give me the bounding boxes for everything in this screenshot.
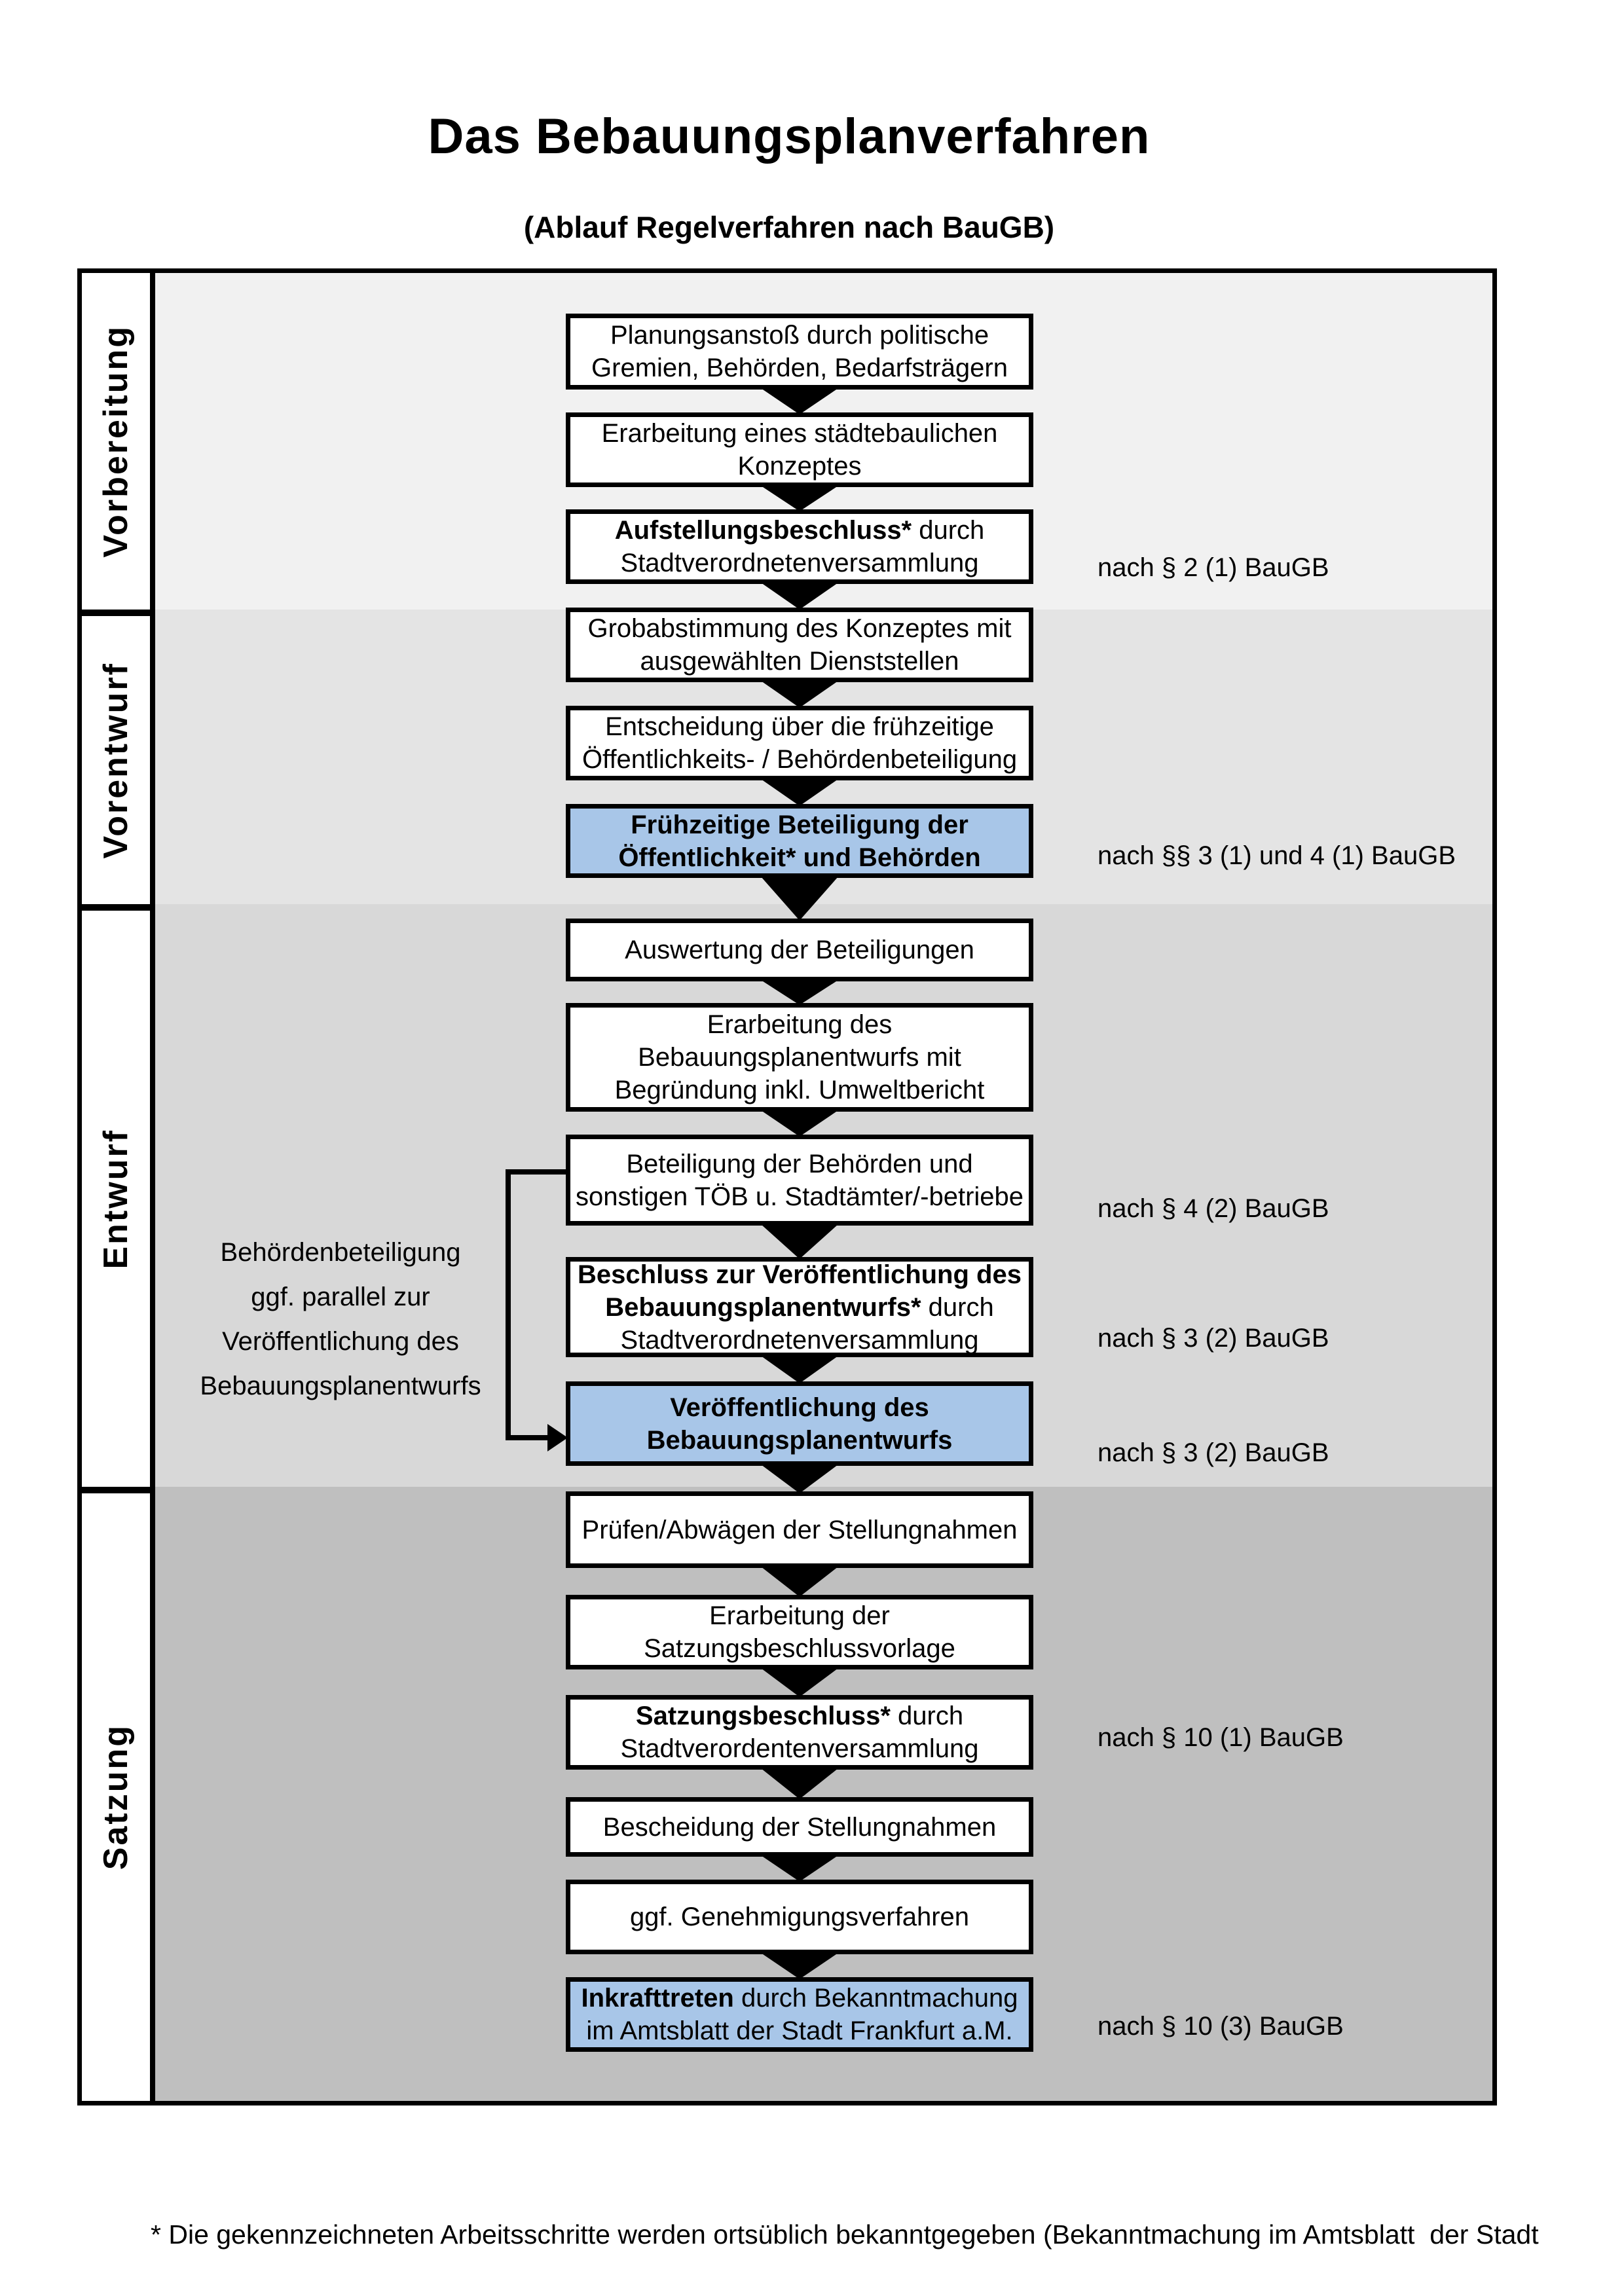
flow-arrow-down: [761, 1855, 838, 1882]
diagram-frame: Vorbereitung Vorentwurf Entwurf Satzung …: [77, 268, 1497, 2105]
flow-box-line: Gremien, Behörden, Bedarfsträgern: [591, 354, 1008, 382]
flow-box-pruefen-abwaegen: Prüfen/Abwägen der Stellungnahmen: [566, 1491, 1033, 1568]
flow-box-line: Stadtverordnetenversammlung: [620, 549, 979, 577]
flow-box-line: Beteiligung der Behörden und: [626, 1149, 973, 1178]
flow-arrow-down: [761, 980, 838, 1005]
flow-arrow-down: [761, 1953, 838, 1979]
side-note-line: Veröffentlichung des: [222, 1327, 459, 1356]
page-title: Das Bebauungsplanverfahren: [428, 109, 1151, 164]
phase-label-vorentwurf: Vorentwurf: [97, 661, 135, 859]
parallel-connector-top-segment: [506, 1169, 566, 1175]
side-note-line: ggf. parallel zur: [251, 1283, 430, 1311]
flow-arrow-down: [761, 681, 838, 708]
parallel-connector-vertical-line: [506, 1169, 511, 1440]
flow-arrow-down: [761, 779, 838, 806]
flow-box-line: Planungsanstoß durch politische: [610, 321, 989, 350]
flow-box-bescheidung: Bescheidung der Stellungnahmen: [566, 1797, 1033, 1857]
flow-box-line: Erarbeitung der: [709, 1601, 890, 1630]
legal-ref-par3-2-a: nach § 3 (2) BauGB: [1098, 1324, 1329, 1353]
flow-box-line: Entscheidung über die frühzeitige: [605, 712, 994, 741]
flow-box-line: Frühzeitige Beteiligung der: [631, 810, 969, 839]
footnote: * Die gekennzeichneten Arbeitsschritte w…: [151, 2140, 1539, 2296]
flow-arrow-down: [761, 583, 838, 610]
parallel-connector-arrowhead-icon: [547, 1424, 568, 1451]
flow-arrow-down: [761, 877, 838, 920]
flow-box-line: Bebauungsplanentwurfs mit: [638, 1043, 961, 1072]
side-note-line: Bebauungsplanentwurfs: [200, 1372, 481, 1400]
flow-arrow-down: [761, 1224, 838, 1259]
flow-box-line: Konzeptes: [737, 452, 862, 481]
flow-box-line: Begründung inkl. Umweltbericht: [614, 1076, 985, 1104]
flow-box-line: ggf. Genehmigungsverfahren: [629, 1903, 970, 1931]
footnote-line-1: * Die gekennzeichneten Arbeitsschritte w…: [151, 2219, 1539, 2250]
side-note-line: Behördenbeteiligung: [220, 1238, 461, 1267]
flow-box-line: Aufstellungsbeschluss* durch: [614, 516, 985, 545]
flow-box-line: sonstigen TÖB u. Stadtämter/-betriebe: [575, 1182, 1024, 1211]
flow-box-line: Veröffentlichung des: [670, 1393, 929, 1422]
legal-ref-par10-1: nach § 10 (1) BauGB: [1098, 1723, 1344, 1752]
phase-label-entwurf: Entwurf: [97, 1128, 135, 1269]
parallel-connector-bottom-segment: [506, 1435, 549, 1440]
phase-entwurf: Entwurf: [82, 904, 150, 1487]
flow-box-line: Stadtverordentenversammlung: [620, 1734, 979, 1763]
flow-box-line: Satzungsbeschlussvorlage: [644, 1634, 955, 1663]
flow-box-line: Bebauungsplanentwurfs: [646, 1425, 953, 1455]
flow-box-line: Satzungsbeschluss* durch: [635, 1702, 964, 1730]
flow-arrow-down: [761, 1668, 838, 1697]
phase-label-vorbereitung: Vorbereitung: [97, 325, 135, 558]
flow-box-auswertung: Auswertung der Beteiligungen: [566, 919, 1033, 981]
flow-arrow-down: [761, 486, 838, 511]
side-note-parallel-beteiligung: Behördenbeteiligung ggf. parallel zur Ve…: [190, 1230, 491, 1408]
flow-arrow-down: [761, 1465, 838, 1493]
phase-vorentwurf: Vorentwurf: [82, 610, 150, 904]
legal-ref-par10-3: nach § 10 (3) BauGB: [1098, 2012, 1344, 2041]
legal-ref-par2-1: nach § 2 (1) BauGB: [1098, 553, 1329, 582]
flow-box-line: Erarbeitung des: [707, 1010, 893, 1039]
flow-box-line: Erarbeitung eines städtebaulichen: [601, 419, 998, 448]
flow-box-line: Öffentlichkeits- / Behördenbeteiligung: [581, 745, 1018, 774]
flow-box-line: Grobabstimmung des Konzeptes mit: [587, 614, 1012, 643]
phase-label-column: Vorbereitung Vorentwurf Entwurf Satzung: [82, 273, 155, 2101]
flow-arrow-down: [761, 1567, 838, 1597]
flow-box-line: ausgewählten Dienststellen: [640, 647, 959, 676]
flow-box-line: Öffentlichkeit* und Behörden: [618, 843, 981, 872]
flow-box-beteiligung-behoerden: Beteiligung der Behörden und sonstigen TÖ…: [566, 1135, 1033, 1226]
flow-box-line: Stadtverordnetenversammlung: [620, 1325, 979, 1355]
flow-box-grobabstimmung: Grobabstimmung des Konzeptes mit ausgewäh…: [566, 608, 1033, 682]
phase-label-satzung: Satzung: [97, 1724, 135, 1870]
flow-arrow-down: [761, 1110, 838, 1137]
flow-box-line: Prüfen/Abwägen der Stellungnahmen: [581, 1515, 1018, 1544]
flow-box-line: Bebauungsplanentwurfs* durch: [605, 1292, 994, 1322]
flow-box-genehmigungsverfahren: ggf. Genehmigungsverfahren: [566, 1880, 1033, 1954]
flow-box-line: Beschluss zur Veröffentlichung des: [578, 1260, 1022, 1289]
phase-vorbereitung: Vorbereitung: [82, 273, 150, 610]
phase-satzung: Satzung: [82, 1487, 150, 2101]
flow-box-line: Inkrafttreten durch Bekanntmachung: [581, 1984, 1018, 2013]
flow-arrow-down: [761, 1356, 838, 1383]
legal-ref-par3-4-1: nach §§ 3 (1) und 4 (1) BauGB: [1098, 841, 1456, 870]
page-subtitle: (Ablauf Regelverfahren nach BauGB): [523, 210, 1055, 244]
flow-box-line: Auswertung der Beteiligungen: [625, 936, 974, 964]
flow-arrow-down: [761, 1768, 838, 1799]
flow-box-line: Bescheidung der Stellungnahmen: [602, 1812, 997, 1842]
legal-ref-par4-2: nach § 4 (2) BauGB: [1098, 1194, 1329, 1223]
flow-box-inkrafttreten: Inkrafttreten durch Bekanntmachung im Amt…: [566, 1977, 1033, 2052]
legal-ref-par3-2-b: nach § 3 (2) BauGB: [1098, 1438, 1329, 1467]
flow-arrow-down: [761, 388, 838, 414]
flow-box-line: im Amtsblatt der Stadt Frankfurt a.M.: [586, 2016, 1013, 2045]
